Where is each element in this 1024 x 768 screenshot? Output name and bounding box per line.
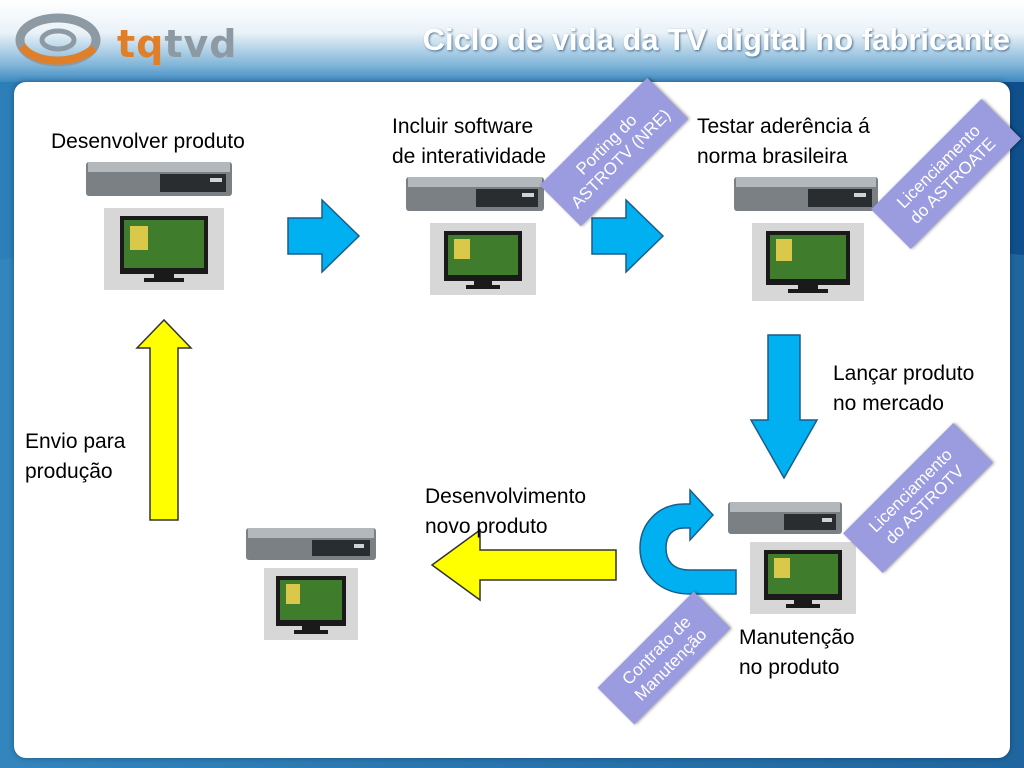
label-new-dev-line2: novo produto bbox=[425, 515, 548, 538]
label-new-dev-line1: Desenvolvimento bbox=[425, 485, 587, 508]
settop-tv-device-4 bbox=[728, 502, 856, 614]
label-test-compliance: Testar aderência á norma brasileira bbox=[697, 112, 870, 172]
settop-tv-device-3 bbox=[734, 177, 878, 301]
label-new-development: Desenvolvimento novo produto bbox=[425, 482, 586, 542]
settop-tv-device-5 bbox=[246, 528, 376, 640]
arrow-right-1 bbox=[287, 198, 361, 274]
label-develop-text: Desenvolver produto bbox=[51, 130, 245, 153]
arrow-left bbox=[430, 528, 617, 602]
settop-tv-device-1 bbox=[86, 162, 232, 290]
tqtvd-logo: tqtvd bbox=[14, 12, 254, 68]
header-band bbox=[0, 0, 1024, 82]
label-maintenance-line1: Manutenção bbox=[739, 626, 855, 649]
label-test-line1: Testar aderência á bbox=[697, 115, 870, 138]
label-send-production: Envio para produção bbox=[25, 427, 125, 487]
label-include-line1: Incluir software bbox=[392, 115, 534, 138]
arrow-uturn bbox=[639, 488, 737, 595]
label-launch-product: Lançar produto no mercado bbox=[833, 359, 974, 419]
label-send-line2: produção bbox=[25, 460, 113, 483]
label-include-software: Incluir software de interatividade bbox=[392, 112, 546, 172]
label-maintenance-line2: no produto bbox=[739, 656, 840, 679]
arrow-up bbox=[135, 318, 193, 521]
page-title: Ciclo de vida da TV digital no fabricant… bbox=[422, 22, 1010, 57]
label-launch-line1: Lançar produto bbox=[833, 362, 975, 385]
label-maintenance: Manutenção no produto bbox=[739, 623, 855, 683]
arrow-down bbox=[749, 334, 819, 480]
logo-tvd: tvd bbox=[164, 22, 238, 66]
logo-wordmark: tqtvd bbox=[117, 22, 238, 66]
label-develop-product: Desenvolver produto bbox=[51, 127, 245, 157]
settop-tv-device-2 bbox=[406, 177, 544, 295]
label-launch-line2: no mercado bbox=[833, 392, 944, 415]
arrow-right-2 bbox=[591, 198, 665, 274]
label-send-line1: Envio para bbox=[25, 430, 126, 453]
logo-tq: tq bbox=[117, 22, 165, 66]
label-include-line2: de interatividade bbox=[392, 145, 547, 168]
logo-swirl-icon bbox=[15, 13, 101, 67]
label-test-line2: norma brasileira bbox=[697, 145, 848, 168]
